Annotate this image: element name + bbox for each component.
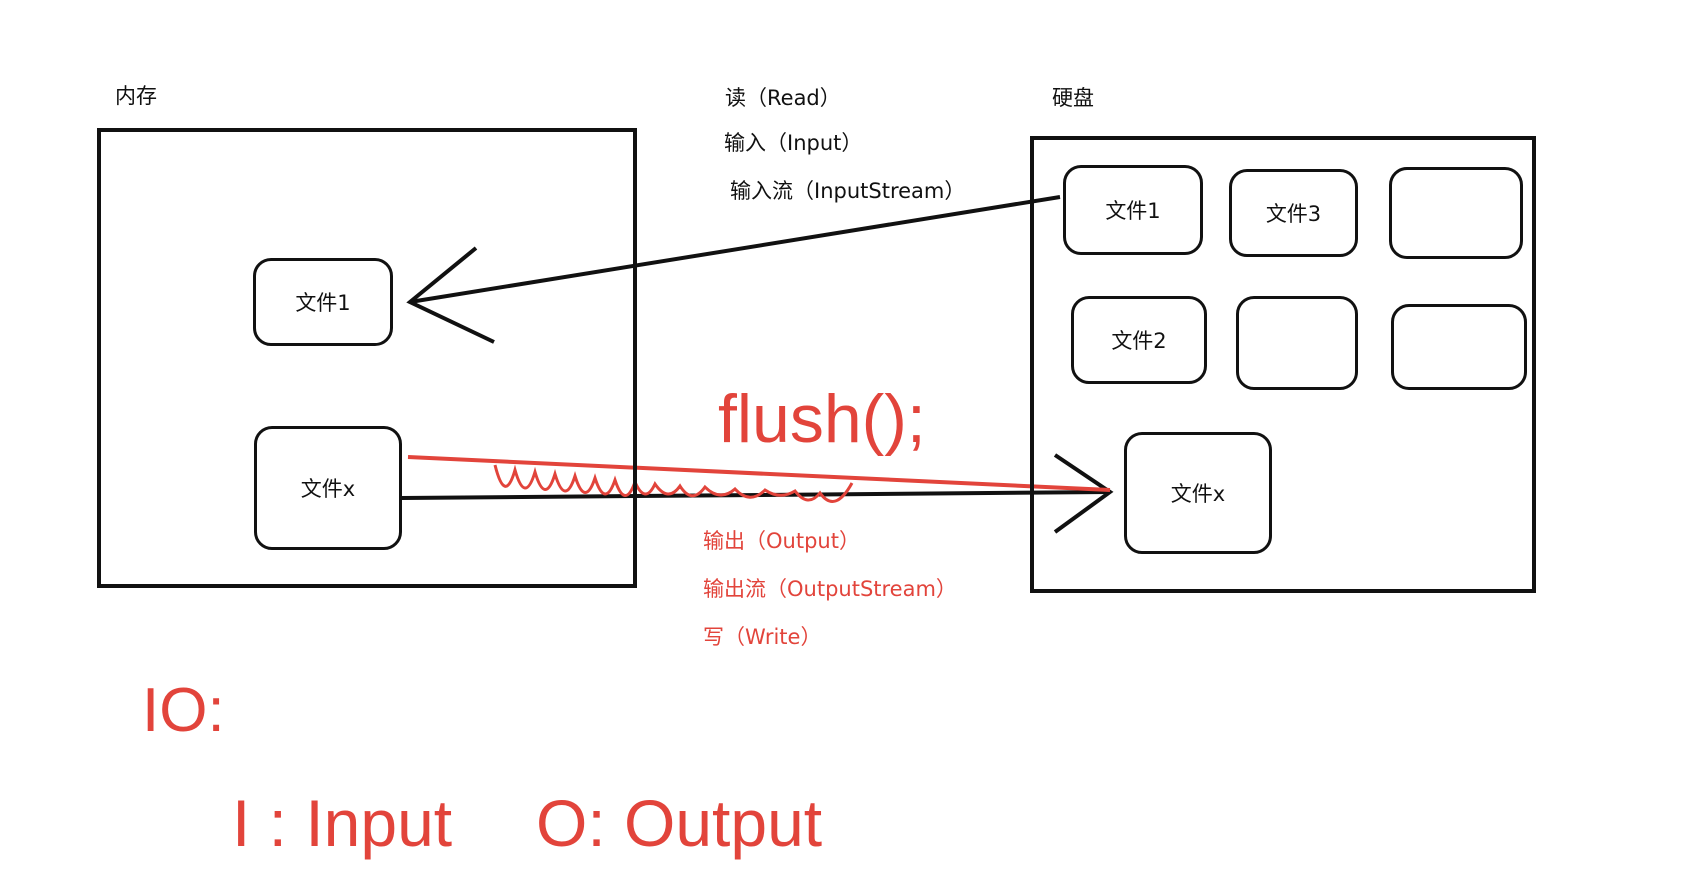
- read-label: 读（Read）: [725, 86, 841, 110]
- read-arrow-head: [406, 246, 495, 344]
- memory-file-x: 文件x: [254, 426, 402, 550]
- memory-box: [97, 128, 637, 588]
- disk-slot-empty: [1391, 304, 1527, 390]
- inputstream-label: 输入流（InputStream）: [730, 179, 966, 203]
- disk-file-1: 文件1: [1063, 165, 1203, 255]
- disk-slot-empty: [1389, 167, 1523, 259]
- buffer-line: [407, 455, 1111, 492]
- disk-slot-empty: [1236, 296, 1358, 390]
- input-label: 输入（Input）: [724, 131, 863, 155]
- disk-file-2: 文件2: [1071, 296, 1207, 384]
- disk-box: [1030, 136, 1536, 593]
- io-output-definition: O: Output: [536, 786, 823, 860]
- read-arrow-line: [409, 195, 1061, 304]
- io-heading: IO:: [142, 676, 225, 745]
- io-input-definition: I : Input: [232, 786, 453, 860]
- disk-file-3: 文件3: [1229, 169, 1358, 257]
- write-label: 写（Write）: [703, 625, 822, 649]
- flush-label: flush();: [718, 381, 926, 457]
- buffer-wave: [493, 464, 854, 503]
- memory-title: 内存: [115, 84, 157, 108]
- outputstream-label: 输出流（OutputStream）: [703, 577, 957, 601]
- disk-title: 硬盘: [1052, 86, 1094, 110]
- write-arrow-head: [1053, 453, 1114, 534]
- output-label: 输出（Output）: [703, 529, 860, 553]
- memory-file-1: 文件1: [253, 258, 393, 346]
- disk-file-x: 文件x: [1124, 432, 1272, 554]
